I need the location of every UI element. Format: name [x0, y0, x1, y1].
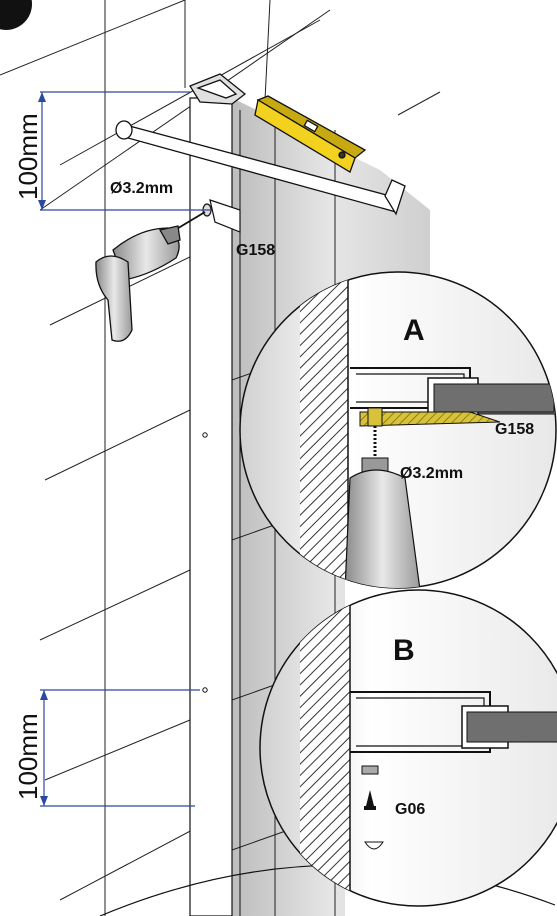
detail-a-drill-label: Ø3.2mm — [400, 465, 463, 482]
dimension-top — [38, 91, 210, 211]
detail-b — [259, 589, 557, 907]
detail-b-letter: B — [393, 634, 415, 667]
top-bracket — [189, 73, 247, 105]
dimension-top-label: 100mm — [13, 113, 43, 200]
drill-icon — [95, 211, 206, 342]
drill-hole-lower — [202, 687, 208, 693]
wall-grid — [0, 0, 441, 916]
detail-b-part-label: G06 — [395, 801, 425, 818]
spirit-level — [254, 95, 367, 173]
detail-a-part-label: G158 — [495, 421, 534, 438]
drill-size-label: Ø3.2mm — [110, 180, 173, 197]
stabiliser-bar — [115, 120, 406, 216]
dimension-bottom-label: 100mm — [13, 713, 43, 800]
detail-a-letter: A — [403, 314, 425, 347]
dimension-bottom — [40, 689, 200, 807]
wall-bracket-g158 — [202, 199, 241, 233]
bracket-label-g158: G158 — [236, 242, 275, 259]
drill-hole-upper — [202, 432, 208, 438]
step-marker — [0, 0, 32, 30]
detail-a — [239, 271, 557, 589]
